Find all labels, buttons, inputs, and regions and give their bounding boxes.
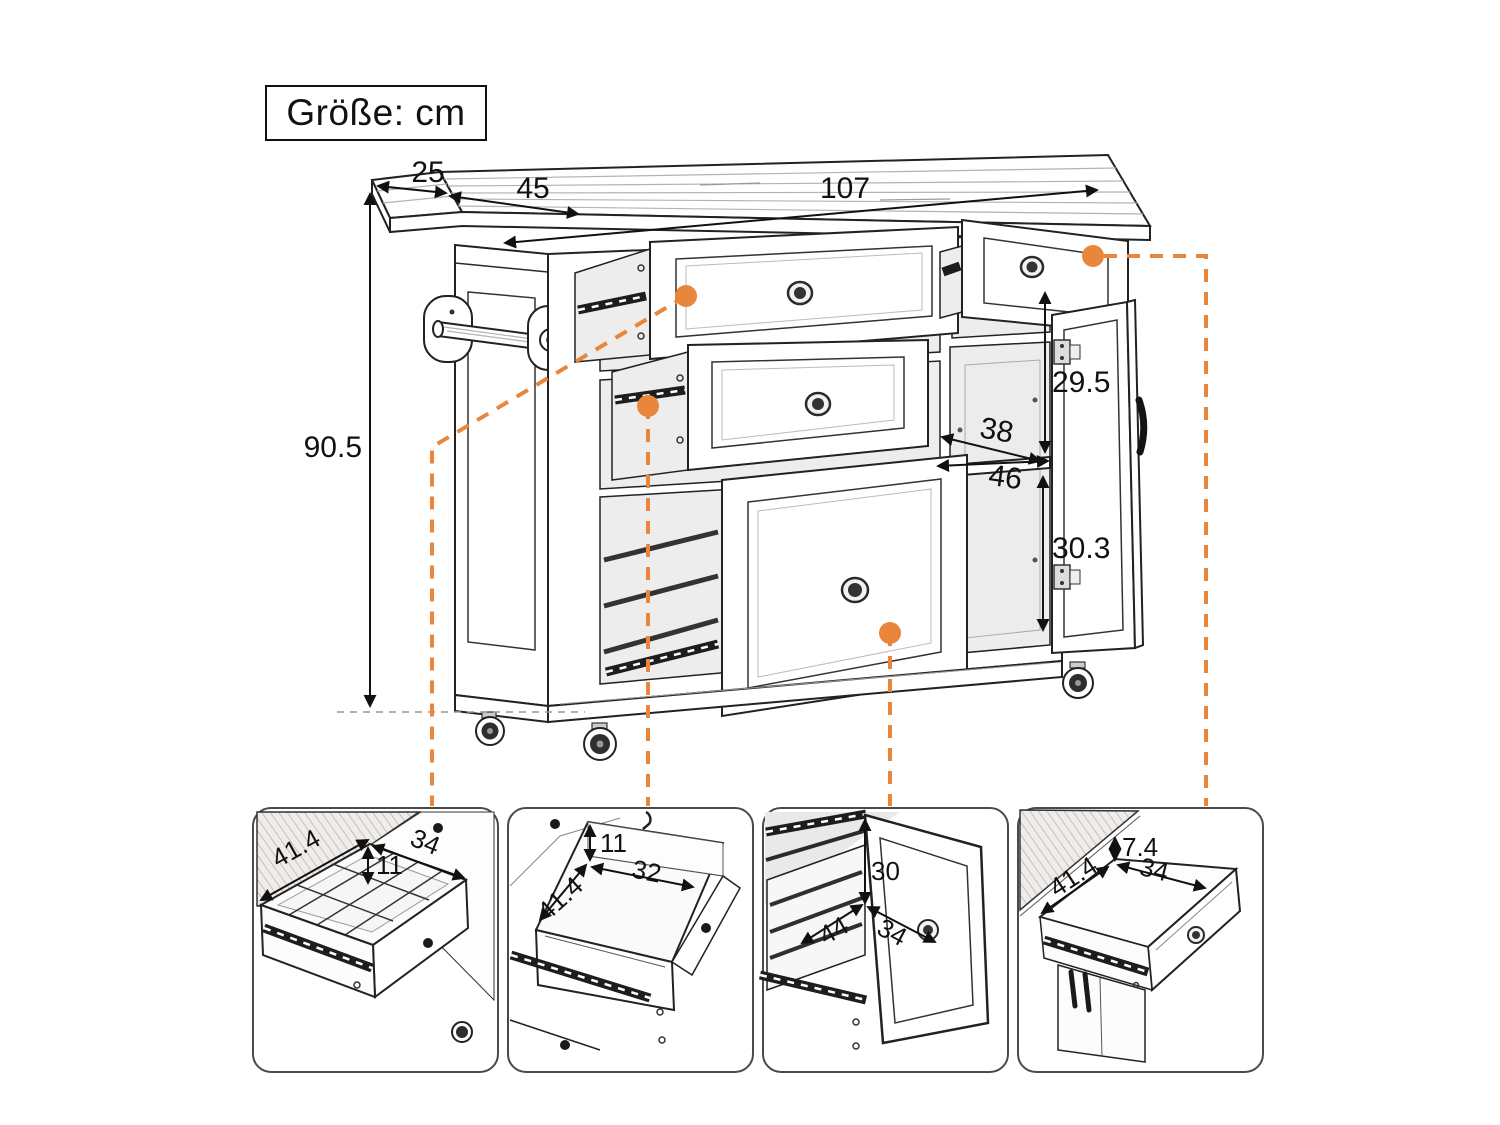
bottom-drawer-cavity — [603, 529, 720, 677]
dim-arrow-inner-width — [936, 455, 1050, 472]
door-handle — [1135, 396, 1148, 456]
p4-dim-height: 7.4 — [1122, 832, 1158, 862]
dim-label-lower-height: 30.3 — [1052, 532, 1110, 565]
callout-dot-3 — [879, 622, 901, 644]
kitchen-cart-drawing: 25 45 107 90.5 29.5 38 46 30.3 — [304, 153, 1208, 806]
callout-dots — [637, 245, 1104, 644]
detail-panel-top-drawer: 7.4 41.4 34 — [1017, 807, 1264, 1073]
dim-label-upper-height: 29.5 — [1052, 366, 1110, 399]
cabinet-doors-below — [1057, 964, 1146, 1063]
frame-bracket — [642, 810, 652, 830]
callout-leaders — [430, 254, 1208, 806]
p4-dim-width: 34 — [1137, 851, 1172, 887]
callout-dot-4 — [1082, 245, 1104, 267]
dim-label-height: 90.5 — [304, 431, 362, 464]
cart-base — [454, 659, 1063, 724]
dim-arrow-length — [503, 184, 1099, 249]
open-drawer-sketch — [509, 820, 741, 1051]
dim-label-drop-leaf: 25 — [411, 156, 444, 189]
unit-label-box: Größe: cm — [265, 85, 487, 141]
dim-label-inner-depth: 38 — [977, 411, 1016, 449]
caster-wheel-right — [1062, 661, 1094, 699]
door-hinge-bottom — [1053, 564, 1081, 590]
left-side-panel — [454, 243, 549, 708]
door-hinge-top — [1053, 339, 1081, 365]
door-handle — [1082, 971, 1092, 1013]
dim-label-inner-width: 46 — [987, 459, 1025, 496]
door-handle — [1068, 969, 1078, 1009]
dim-label-length: 107 — [820, 172, 870, 205]
cabinet-door-open — [1051, 298, 1148, 655]
caster-wheel-front — [583, 722, 617, 761]
dimension-lines: 25 45 107 90.5 29.5 38 46 30.3 — [304, 156, 1110, 713]
p3-dim-height: 30 — [871, 856, 900, 886]
caster-wheel-left — [475, 711, 505, 746]
callout-dot-2 — [637, 395, 659, 417]
unit-label-text: Größe: cm — [286, 92, 466, 133]
leader-line-1 — [430, 294, 688, 806]
countertop — [370, 153, 1152, 242]
p2-dim-height: 11 — [600, 828, 627, 858]
dim-label-depth: 45 — [516, 172, 549, 205]
detail-panel-organizer-drawer: 41.4 11 34 — [252, 807, 499, 1073]
drawer-top-left — [574, 225, 959, 363]
dim-arrow-drop-leaf — [376, 180, 448, 199]
detail-panel-deep-drawer: 30 44 34 — [758, 807, 1009, 1073]
callout-dot-1 — [675, 285, 697, 307]
leader-line-4 — [1104, 254, 1208, 806]
p2-dim-width: 32 — [630, 854, 664, 889]
detail-panel-middle-drawer: 11 41.4 32 — [507, 807, 754, 1073]
panel1-dimensions: 41.4 11 34 — [259, 822, 466, 901]
